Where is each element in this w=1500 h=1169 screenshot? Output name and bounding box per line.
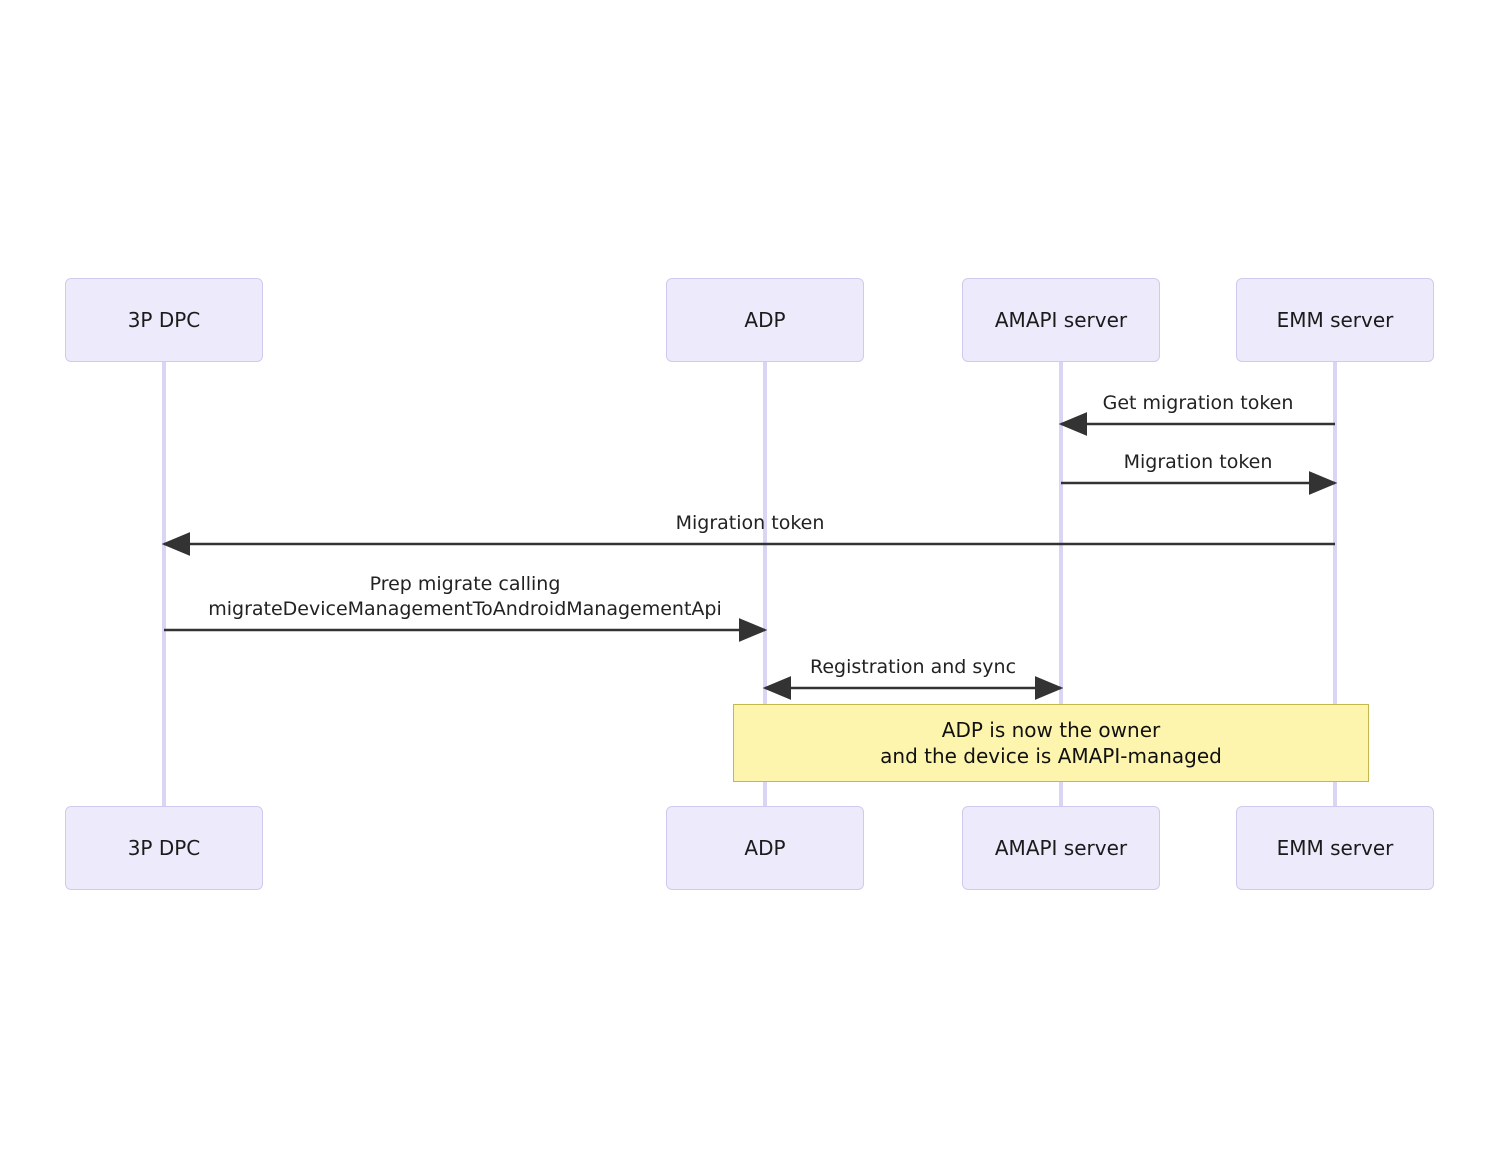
participant-label: AMAPI server <box>994 836 1128 860</box>
participant-dpc-bottom[interactable]: 3P DPC <box>65 806 263 890</box>
message-label-m3: Migration token <box>675 512 825 534</box>
message-arrows-group <box>161 412 1338 700</box>
participant-label: EMM server <box>1276 836 1394 860</box>
message-label-m5: Registration and sync <box>809 656 1017 678</box>
participant-label: EMM server <box>1276 308 1394 332</box>
participant-label: ADP <box>744 836 786 860</box>
participant-label: AMAPI server <box>994 308 1128 332</box>
participant-adp-top[interactable]: ADP <box>666 278 864 362</box>
participant-label: ADP <box>744 308 786 332</box>
message-label-m1: Get migration token <box>1102 392 1294 414</box>
participant-adp-bottom[interactable]: ADP <box>666 806 864 890</box>
participant-dpc-top[interactable]: 3P DPC <box>65 278 263 362</box>
participant-label: 3P DPC <box>127 836 201 860</box>
participant-emm-top[interactable]: EMM server <box>1236 278 1434 362</box>
participant-amapi-top[interactable]: AMAPI server <box>962 278 1160 362</box>
note-line-1: ADP is now the owner <box>941 717 1161 742</box>
message-label-m2: Migration token <box>1123 451 1273 473</box>
message-label-m4: Prep migrate calling migrateDeviceManage… <box>208 573 722 621</box>
participant-amapi-bottom[interactable]: AMAPI server <box>962 806 1160 890</box>
participant-label: 3P DPC <box>127 308 201 332</box>
note-line-2: and the device is AMAPI-managed <box>880 744 1222 768</box>
participant-emm-bottom[interactable]: EMM server <box>1236 806 1434 890</box>
